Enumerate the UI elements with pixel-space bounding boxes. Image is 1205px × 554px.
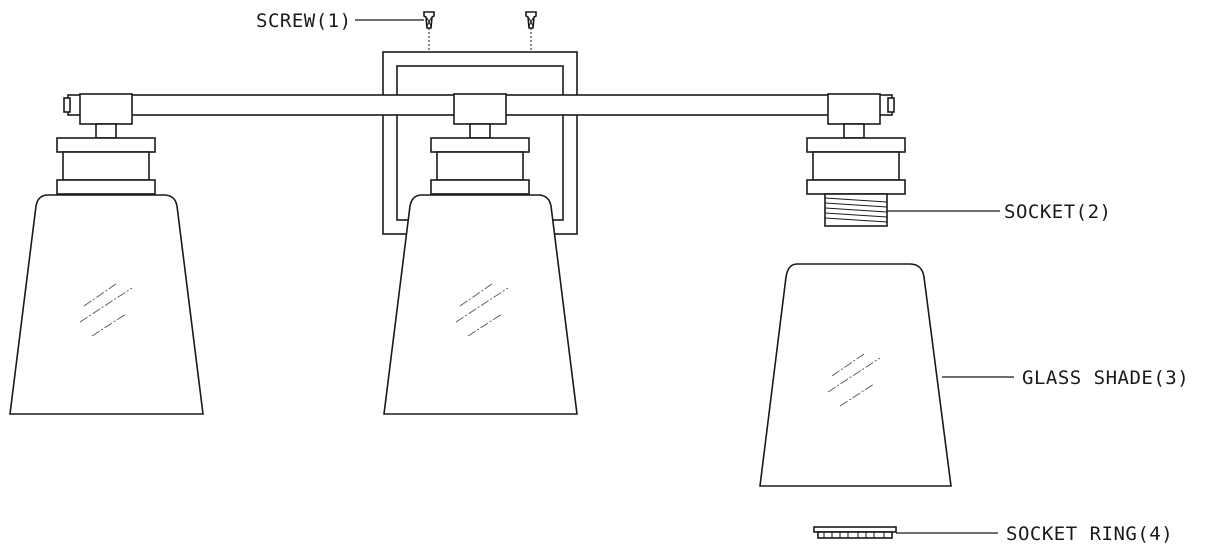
right-light-assembly (806, 93, 906, 195)
socket-ring (813, 526, 897, 539)
left-light-assembly (9, 93, 204, 415)
screw-right (525, 11, 537, 52)
screw-label: SCREW(1) (256, 10, 352, 32)
socket (824, 193, 888, 227)
glass-shade-detached (759, 263, 952, 487)
middle-light-assembly (383, 93, 578, 415)
socket-ring-label: SOCKET RING(4) (1006, 523, 1173, 545)
socket-label: SOCKET(2) (1004, 201, 1111, 223)
glass-shade-label: GLASS SHADE(3) (1022, 367, 1189, 389)
screw-left (423, 11, 435, 52)
